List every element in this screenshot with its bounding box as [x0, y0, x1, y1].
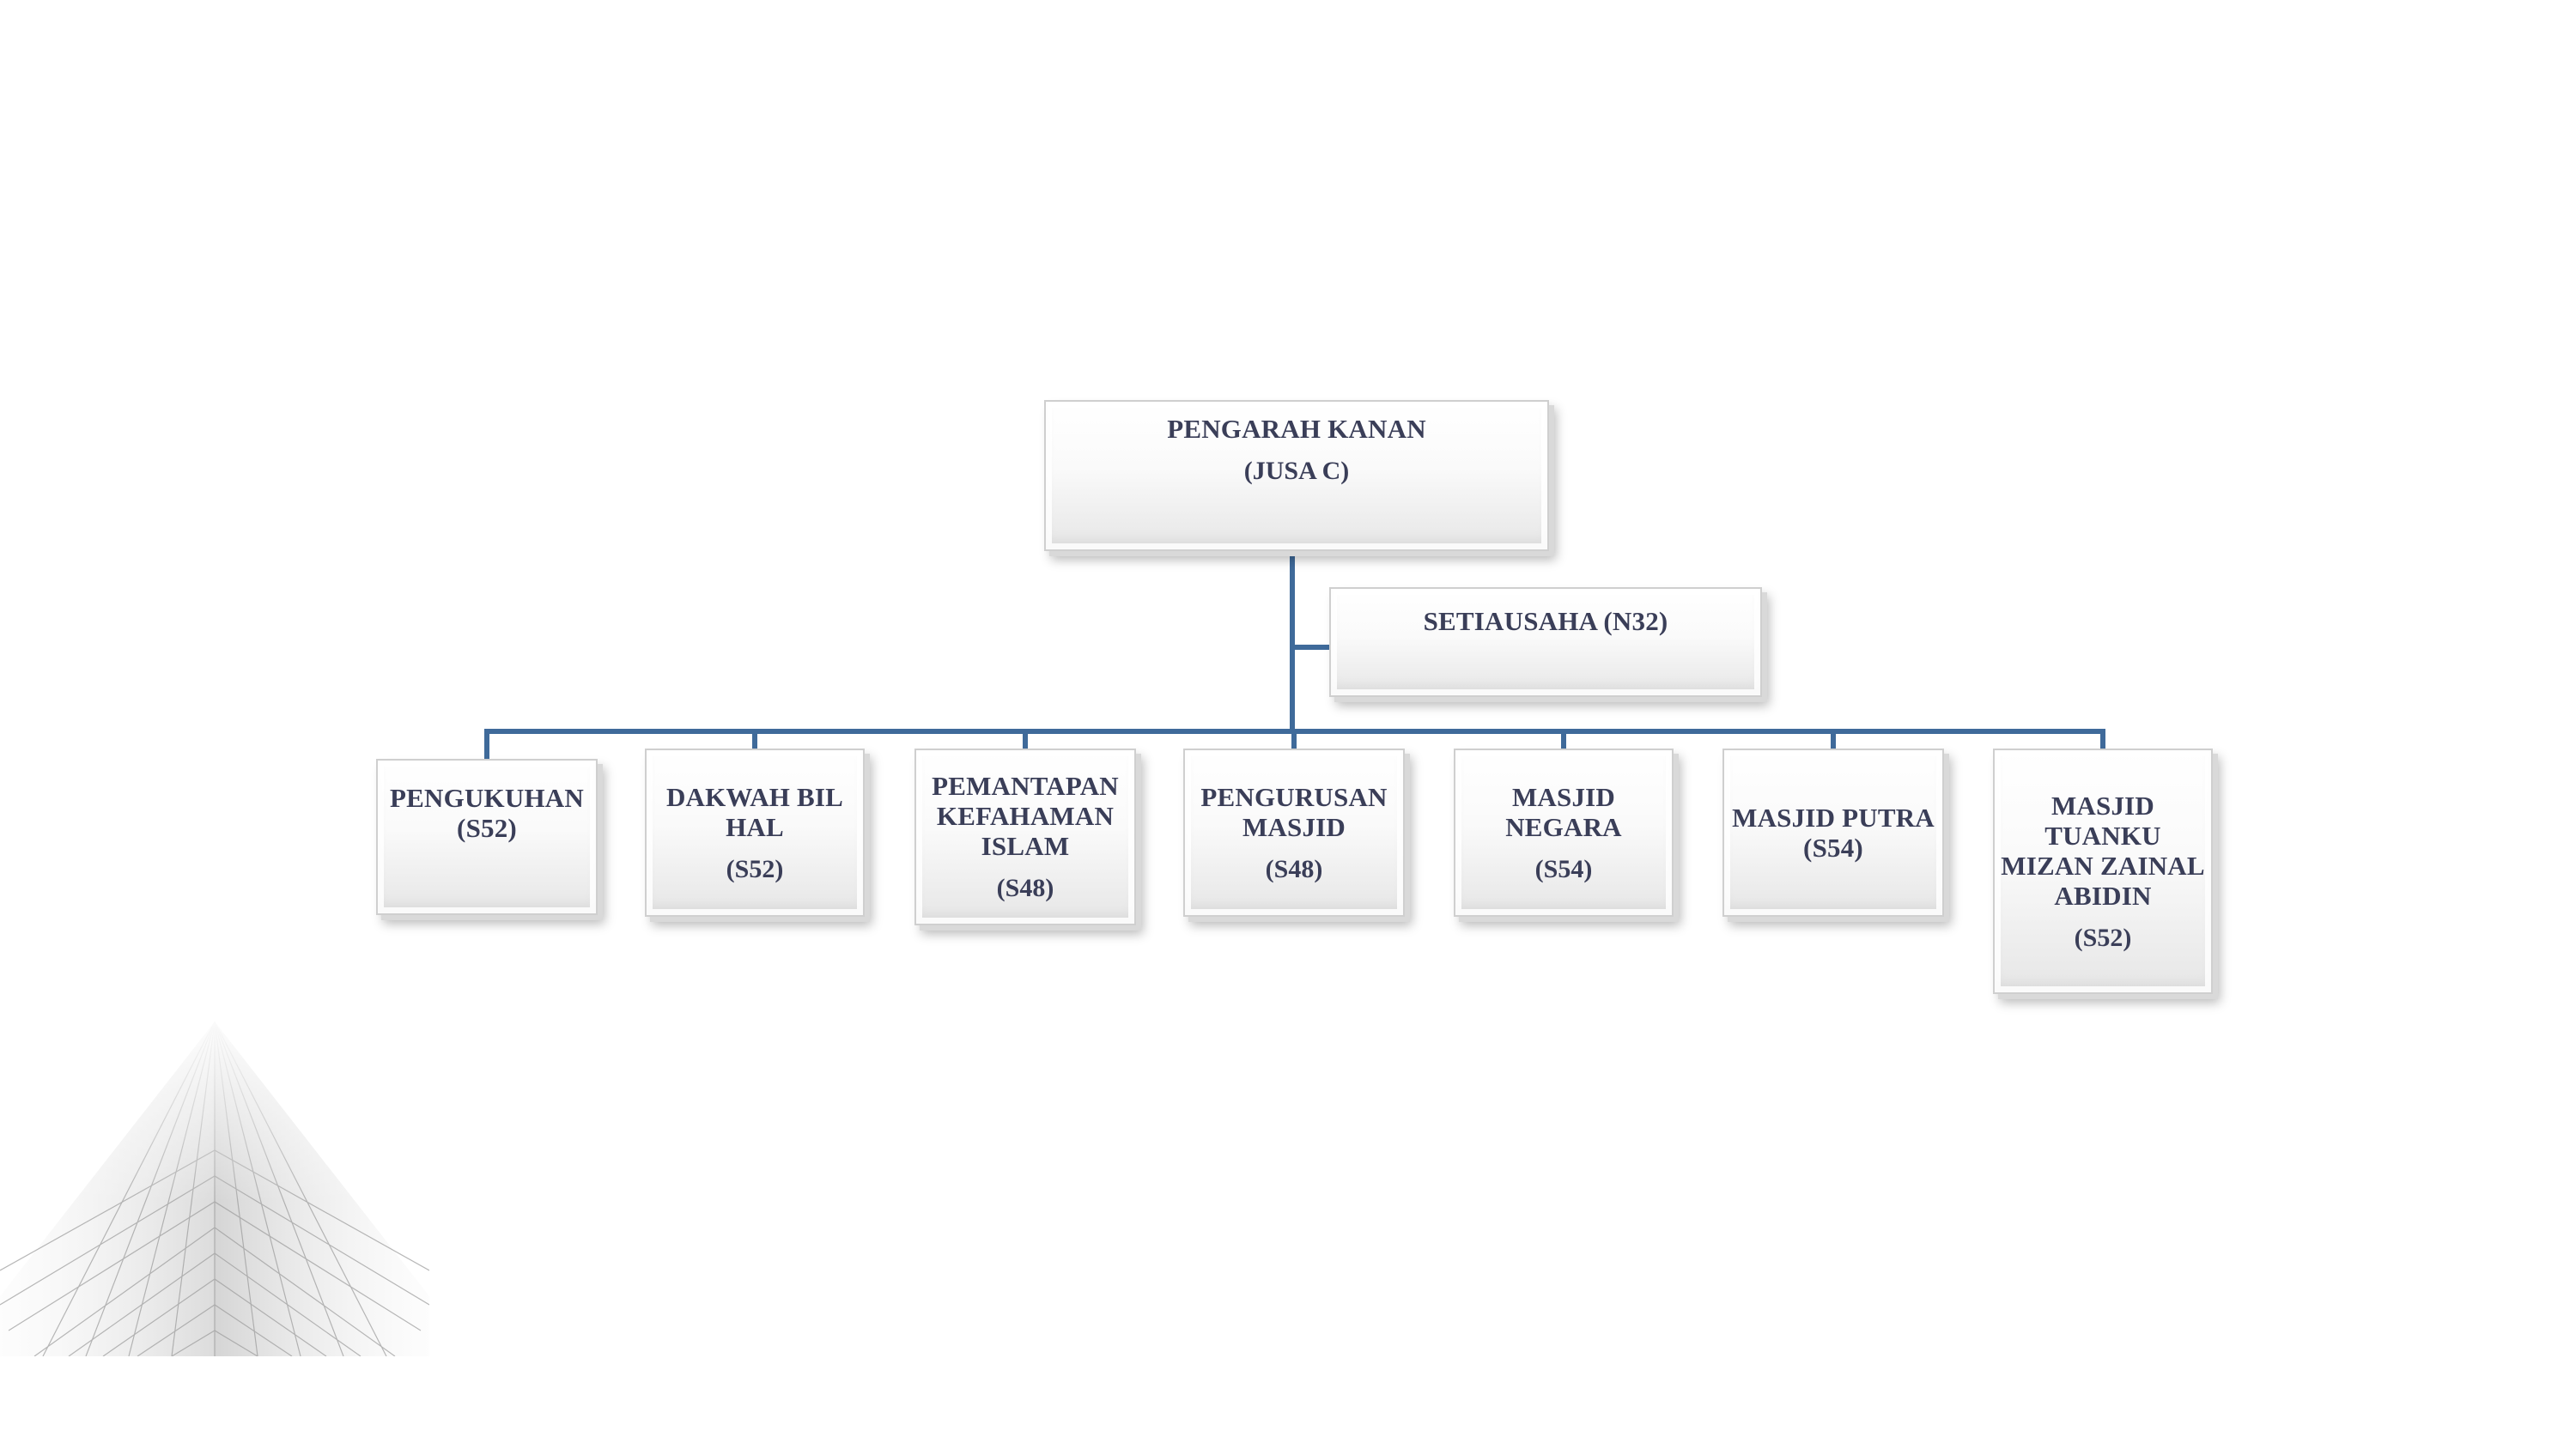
node-grade-code: (S48): [996, 874, 1054, 902]
node-label-line: PENGURUSAN: [1200, 781, 1388, 812]
node-label-line: ABIDIN: [2054, 880, 2152, 911]
node-dakwah-bil-hal: DAKWAH BIL HAL (S52): [645, 749, 865, 917]
node-grade-code: (JUSA C): [1243, 457, 1350, 485]
node-pengarah-kanan: PENGARAH KANAN (JUSA C): [1044, 400, 1549, 551]
node-pengurusan-masjid: PENGURUSAN MASJID (S48): [1183, 749, 1405, 917]
node-masjid-tuanku-mizan-zainal-abidin: MASJID TUANKU MIZAN ZAINAL ABIDIN (S52): [1993, 749, 2213, 994]
node-label-line: SETIAUSAHA (N32): [1423, 606, 1668, 636]
node-label-line: NEGARA: [1505, 811, 1622, 842]
node-label-line: (S54): [1803, 833, 1863, 863]
node-pemantapan-kefahaman-islam: PEMANTAPAN KEFAHAMAN ISLAM (S48): [914, 749, 1136, 925]
node-pengukuhan: PENGUKUHAN (S52): [376, 759, 598, 915]
building-graphic: [0, 1013, 429, 1356]
node-label-line: MASJID PUTRA: [1732, 803, 1935, 833]
node-label-line: MASJID: [1511, 781, 1616, 812]
node-grade-code: (S48): [1265, 854, 1323, 883]
node-masjid-negara: MASJID NEGARA (S54): [1454, 749, 1674, 917]
node-label-line: MIZAN ZAINAL: [2001, 850, 2205, 881]
node-label-line: ISLAM: [981, 831, 1070, 861]
node-grade-code: (S54): [1534, 854, 1593, 883]
node-grade-code: (S52): [2074, 923, 2132, 952]
node-setiausaha: SETIAUSAHA (N32): [1329, 587, 1762, 697]
node-label-line: MASJID: [2050, 790, 2155, 821]
node-masjid-putra: MASJID PUTRA (S54): [1722, 749, 1944, 917]
node-label-line: PENGARAH KANAN: [1167, 414, 1426, 444]
node-grade-code: (S52): [726, 854, 784, 883]
node-label-line: HAL: [726, 811, 784, 842]
node-label-line: TUANKU: [2044, 820, 2161, 851]
node-label-line: (S52): [457, 813, 517, 843]
node-label-line: PENGUKUHAN: [390, 783, 584, 813]
node-label-line: DAKWAH BIL: [665, 781, 844, 812]
node-label-line: MASJID: [1242, 811, 1346, 842]
node-label-line: PEMANTAPAN: [932, 771, 1119, 801]
node-label-line: KEFAHAMAN: [936, 801, 1115, 831]
